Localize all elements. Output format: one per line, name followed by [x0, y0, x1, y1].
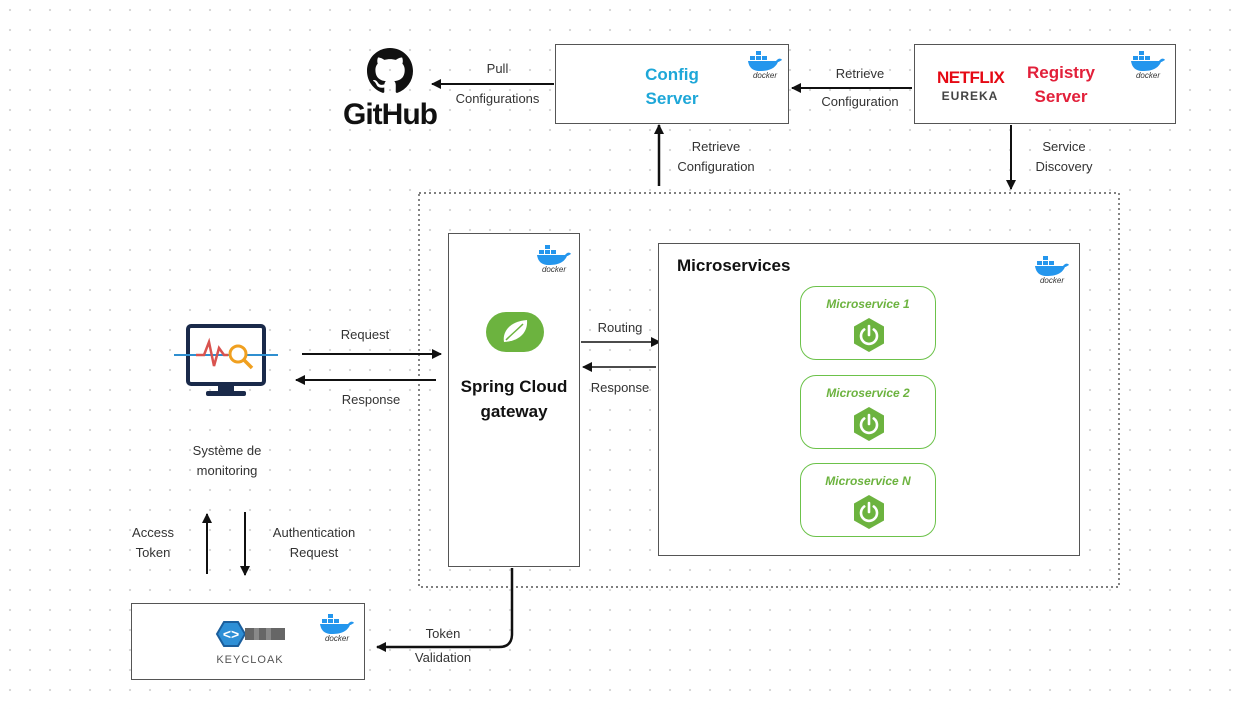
docker-wordmark: docker [753, 71, 777, 79]
config-server-title: Config Server [645, 65, 699, 108]
spring-boot-power-icon [854, 407, 884, 441]
docker-icon: docker [1033, 254, 1071, 285]
response-right-label: Response [590, 380, 650, 395]
docker-wordmark: docker [1040, 276, 1064, 284]
registry-server-title: Registry Server [1026, 63, 1096, 106]
monitoring-monitor-icon [174, 324, 278, 396]
spring-cloud-gateway-box: docker Spring Cloud gateway [448, 233, 580, 567]
spring-boot-power-icon [854, 318, 884, 352]
microservice-label: Microservice 1 [826, 297, 910, 311]
spring-leaf-icon [486, 312, 544, 352]
docker-wordmark: docker [1136, 71, 1160, 79]
github-wordmark: GitHub [343, 98, 438, 131]
gateway-retrieve-configuration-label: Retrieve Configuration [677, 139, 755, 174]
github-octocat-icon [367, 48, 413, 93]
registry-server-box: NETFLIX EUREKA Registry Server docker [914, 44, 1176, 124]
authentication-request-label: Authentication Request [272, 525, 356, 560]
monitoring-label: Système de monitoring [192, 443, 262, 478]
microservices-title: Microservices [677, 256, 791, 275]
microservice-card: Microservice 1 [800, 286, 936, 360]
docker-wordmark: docker [325, 634, 349, 642]
service-discovery-label: Service Discovery [1035, 139, 1093, 174]
docker-icon: docker [318, 612, 356, 643]
microservice-card: Microservice 2 [800, 375, 936, 449]
svg-text:<>: <> [223, 626, 239, 642]
spring-boot-power-icon [854, 495, 884, 529]
response-left-label: Response [341, 392, 401, 407]
keycloak-box: <> KEYCLOAK docker [131, 603, 365, 680]
microservice-card: Microservice N [800, 463, 936, 537]
netflix-wordmark: NETFLIX [937, 68, 1005, 87]
config-server-box: Config Server docker [555, 44, 789, 124]
routing-label: Routing [597, 320, 643, 335]
retrieve-configuration-label: Retrieve Configuration [821, 66, 899, 109]
docker-icon: docker [1129, 49, 1167, 80]
access-token-label: Access Token [132, 525, 174, 560]
keycloak-key-icon: <> [215, 621, 285, 647]
request-label: Request [340, 327, 390, 342]
microservice-label: Microservice 2 [826, 386, 910, 400]
keycloak-wordmark: KEYCLOAK [216, 654, 284, 666]
docker-icon: docker [535, 243, 573, 274]
token-validation-label: Token Validation [414, 626, 472, 665]
docker-wordmark: docker [542, 265, 566, 273]
deployment-boundary [418, 192, 1120, 588]
github-logo: GitHub [340, 48, 440, 134]
eureka-wordmark: EUREKA [941, 89, 999, 103]
docker-icon: docker [746, 49, 784, 80]
netflix-eureka-logo: NETFLIX EUREKA [937, 68, 1005, 105]
microservice-label: Microservice N [825, 474, 911, 488]
gateway-title: Spring Cloud gateway [460, 377, 568, 421]
token-validation-arrow [376, 568, 514, 652]
pull-configurations-label: Pull Configurations [455, 61, 540, 106]
